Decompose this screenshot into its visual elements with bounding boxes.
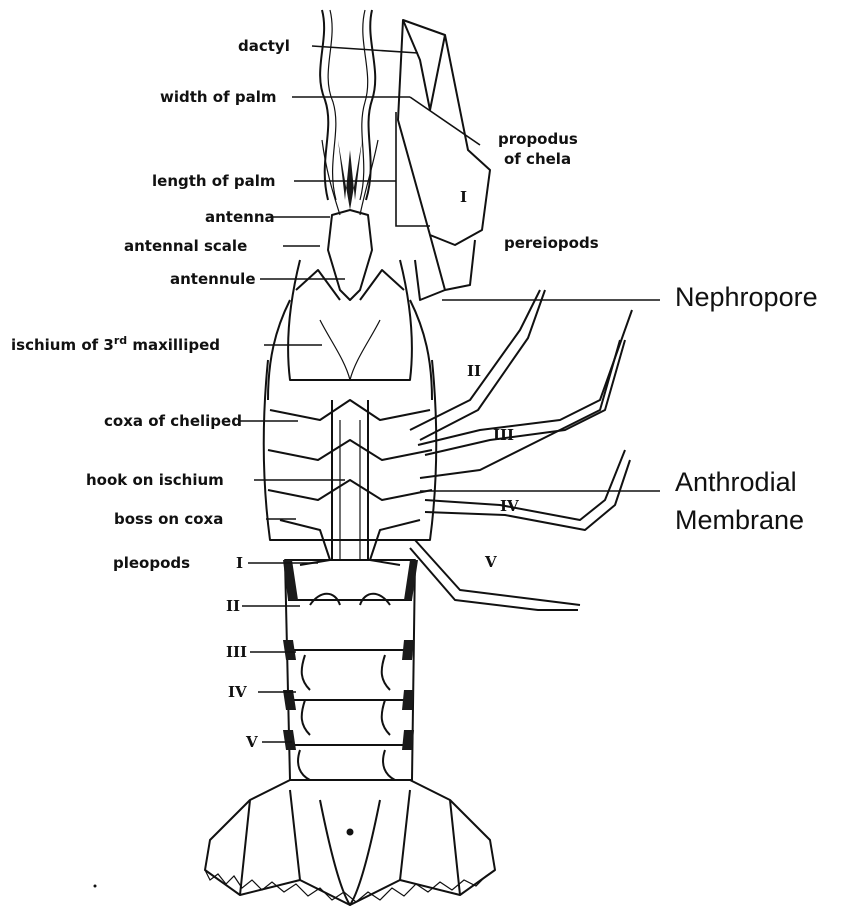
label-nephropore: Nephropore — [675, 282, 818, 312]
label-antennal-scale: antennal scale — [124, 237, 247, 255]
label-antennule: antennule — [170, 270, 256, 288]
stray-dot — [94, 885, 97, 888]
label-hook-on-ischium: hook on ischium — [86, 471, 224, 489]
label-dactyl: dactyl — [238, 37, 290, 55]
label-pleopods: pleopods — [113, 554, 190, 572]
label-length-of-palm: length of palm — [152, 172, 276, 190]
pereiopod-numeral-3: III — [493, 426, 514, 444]
label-ischium-of-3rd-maxilliped: ischium of 3rd maxilliped — [11, 334, 220, 354]
label-membrane: Membrane — [675, 505, 804, 535]
leader-lines — [240, 46, 660, 742]
pereiopod-numeral-1: I — [460, 188, 467, 206]
pereiopod-numeral-5: V — [484, 553, 497, 571]
pleopod-numeral-3: III — [226, 643, 247, 661]
pereiopod-numeral-4: IV — [500, 497, 519, 515]
label-pereiopods: pereiopods — [504, 234, 599, 252]
label-propodus: propodus — [498, 130, 578, 148]
pleopod-numeral-5: V — [245, 733, 258, 751]
pleopod-numeral-2: II — [226, 597, 240, 615]
pleopod-numeral-4: IV — [228, 683, 247, 701]
anatomical-labels: dactyl width of palm propodus of chela l… — [11, 37, 818, 572]
label-width-of-palm: width of palm — [160, 88, 277, 106]
label-antenna: antenna — [205, 208, 275, 226]
label-boss-on-coxa: boss on coxa — [114, 510, 223, 528]
pleopod-numeral-1: I — [236, 554, 243, 572]
label-anthrodial: Anthrodial — [675, 467, 797, 497]
pereiopod-numeral-2: II — [467, 362, 481, 380]
label-coxa-of-cheliped: coxa of cheliped — [104, 412, 242, 430]
label-of-chela: of chela — [504, 150, 571, 168]
